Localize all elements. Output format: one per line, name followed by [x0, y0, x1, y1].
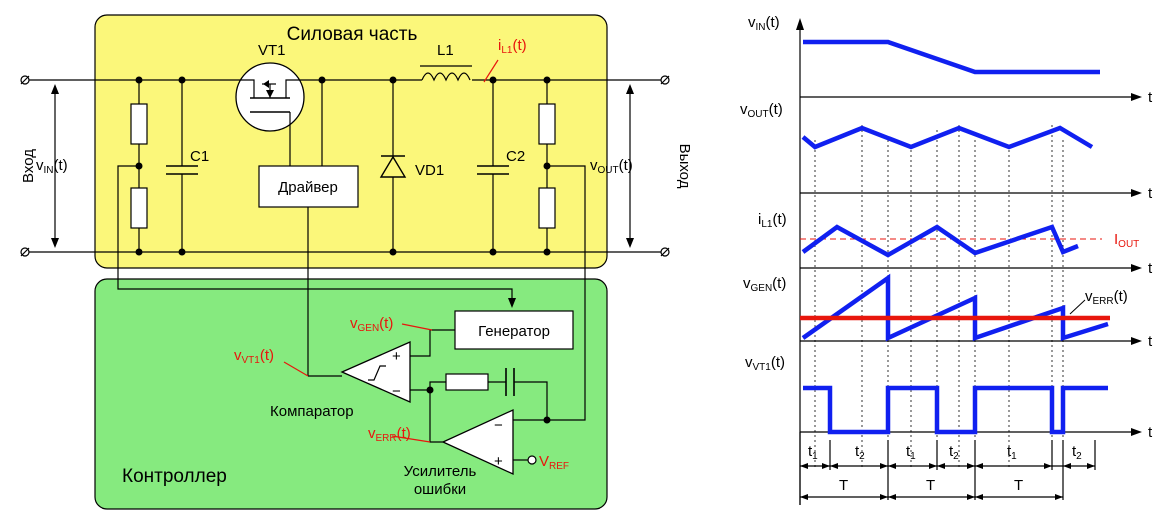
timing-il1-label: iL1(t): [758, 211, 787, 230]
period-label-2: T: [926, 477, 935, 494]
vd1-label: VD1: [415, 162, 444, 179]
vout-arrow: [626, 84, 634, 248]
power-section-title: Силовая часть: [287, 24, 418, 45]
svg-text:−: −: [494, 417, 503, 434]
vgen-waveform: [801, 273, 1109, 342]
interval-dimensions: [799, 432, 1096, 505]
t-axis-4: t: [1148, 333, 1153, 350]
t-axis-5: t: [1148, 424, 1153, 441]
circuit-vin-label: vIN(t): [36, 157, 68, 176]
diode-vd1: [379, 76, 407, 256]
amplifier-label-line1: Усилитель: [404, 463, 477, 480]
capacitor-c1: [166, 76, 198, 256]
c1-label: C1: [190, 148, 209, 165]
capacitor-c2: [477, 76, 509, 256]
il1-waveform: [801, 224, 1079, 258]
circuit-vout-label: vOUT(t): [590, 157, 633, 176]
timing-vvt1-label: vVT1(t): [745, 354, 785, 373]
t1-label-1: t1: [808, 443, 818, 462]
circuit-verr-label: vERR(t): [368, 425, 411, 444]
driver-block: Драйвер: [258, 158, 359, 376]
timing-vgen-label: vGEN(t): [743, 275, 786, 294]
period-label-1: T: [839, 477, 848, 494]
t-axis-1: t: [1148, 89, 1153, 106]
l1-label: L1: [437, 42, 454, 59]
inductor-l1: [420, 65, 472, 82]
svg-text:+: +: [494, 453, 503, 470]
circuit-vref-label: VREF: [539, 453, 569, 472]
circuit-vgen-label: vGEN(t): [350, 315, 393, 334]
error-amplifier: − +: [429, 390, 547, 476]
t2-label-2: t2: [949, 443, 959, 462]
vvt1-waveform: [803, 385, 1108, 435]
controller-title: Контроллер: [122, 466, 227, 487]
amplifier-label-line2: ошибки: [414, 481, 466, 498]
terminals: [20, 75, 670, 257]
period-label-3: T: [1014, 477, 1023, 494]
vin-waveform: [803, 39, 1100, 75]
t1-label-3: t1: [1007, 443, 1017, 462]
comparator-label: Компаратор: [270, 403, 354, 420]
vout-waveform: [801, 125, 1094, 150]
timing-vout-label: vOUT(t): [740, 101, 783, 120]
t-axis-2: t: [1148, 185, 1153, 202]
transistor-vt1: [235, 62, 305, 158]
svg-text:Драйвер: Драйвер: [278, 179, 338, 196]
c2-label: C2: [506, 148, 525, 165]
generator-block: Генератор: [410, 310, 574, 357]
input-divider: [117, 76, 516, 308]
t-axis-3: t: [1148, 260, 1153, 277]
t2-label-3: t2: [1072, 443, 1082, 462]
circuit-il1-label: iL1(t): [498, 37, 527, 56]
timing-iout-label: IOUT: [1114, 231, 1139, 250]
power-section-block: [94, 14, 608, 269]
comparator: + −: [308, 341, 430, 403]
timing-vin-label: vIN(t): [748, 14, 780, 33]
output-divider: [538, 76, 586, 421]
timing-verr-label: vERR(t): [1085, 288, 1128, 307]
svg-text:−: −: [392, 383, 401, 400]
feedback-network: [426, 368, 551, 424]
input-label: Вход: [20, 149, 37, 183]
vt1-label: VT1: [258, 42, 286, 59]
output-label: Выход: [676, 144, 693, 189]
t1-label-2: t1: [906, 443, 916, 462]
circuit-vvt1-label: vVT1(t): [234, 347, 274, 366]
svg-text:+: +: [392, 348, 401, 365]
t2-label-1: t2: [855, 443, 865, 462]
vin-arrow: [51, 84, 59, 248]
svg-text:Генератор: Генератор: [478, 323, 550, 340]
